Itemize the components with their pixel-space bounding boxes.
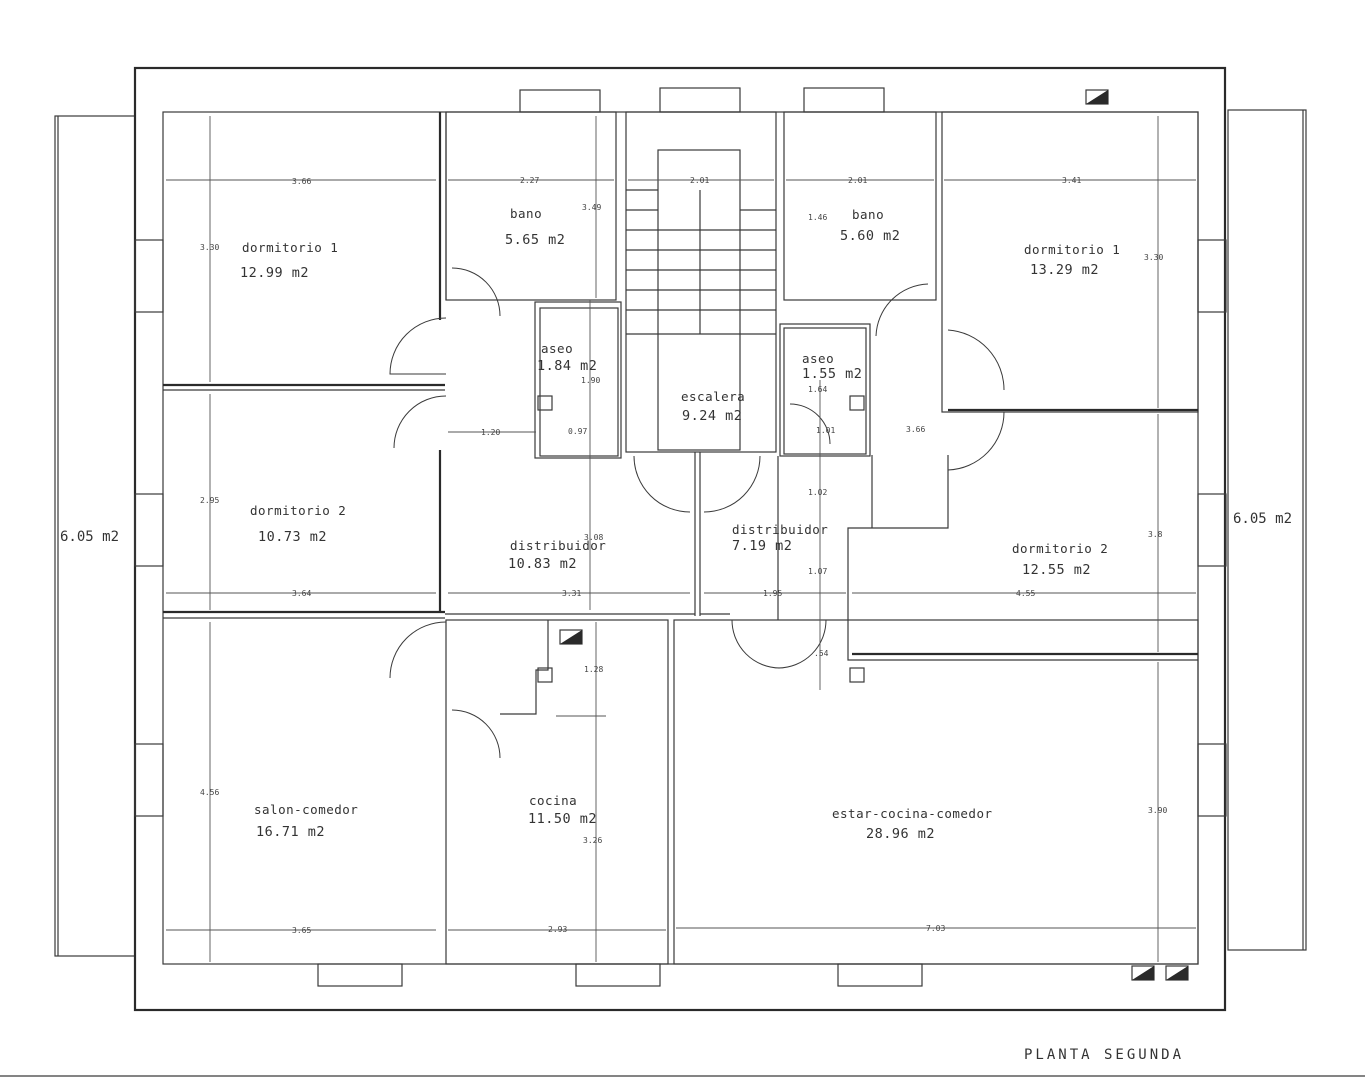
shafts bbox=[537, 395, 865, 683]
terrace-right-area: 6.05 m2 bbox=[1233, 511, 1292, 527]
dim-label: 3.30 bbox=[200, 243, 219, 252]
terrace-right bbox=[1227, 109, 1307, 951]
room-name-dorm1-right: dormitorio 1 bbox=[1024, 242, 1120, 257]
room-area-dorm2-right: 12.55 m2 bbox=[1022, 562, 1091, 578]
dim-label: 2.27 bbox=[520, 176, 539, 185]
dim-label: 7.03 bbox=[926, 924, 945, 933]
dim-label: 1.07 bbox=[808, 567, 827, 576]
room-name-cocina: cocina bbox=[529, 793, 577, 808]
room-name-dist-left: distribuidor bbox=[510, 538, 606, 553]
room-area-dorm1-right: 13.29 m2 bbox=[1030, 262, 1099, 278]
dim-label: 3.65 bbox=[292, 926, 311, 935]
dim-label: 0.97 bbox=[568, 427, 587, 436]
room-area-estar: 28.96 m2 bbox=[866, 826, 935, 842]
dim-label: 3.90 bbox=[1148, 806, 1167, 815]
stair-treads bbox=[626, 149, 776, 451]
room-area-aseo-left: 1.84 m2 bbox=[537, 358, 597, 374]
dim-label: .54 bbox=[814, 649, 829, 658]
dim-label: 3.30 bbox=[1144, 253, 1163, 262]
dim-label: 3.41 bbox=[1062, 176, 1081, 185]
dim-label: 4.55 bbox=[1016, 589, 1035, 598]
dim-label: 3.31 bbox=[562, 589, 581, 598]
room-name-bano-left: bano bbox=[510, 206, 542, 221]
dim-label: 2.01 bbox=[848, 176, 867, 185]
room-name-escalera: escalera bbox=[681, 389, 745, 404]
room-name-dist-right: distribuidor bbox=[732, 522, 828, 537]
dim-label: 3.08 bbox=[584, 533, 603, 542]
dim-label: 1.20 bbox=[481, 428, 500, 437]
dim-label: 2.01 bbox=[690, 176, 709, 185]
dim-label: 2.93 bbox=[548, 925, 567, 934]
doors bbox=[389, 267, 1005, 759]
section-markers bbox=[559, 89, 1189, 981]
room-area-dist-left: 10.83 m2 bbox=[508, 556, 577, 572]
room-name-dorm2-left: dormitorio 2 bbox=[250, 503, 346, 518]
plan-title: PLANTA SEGUNDA bbox=[1024, 1047, 1184, 1063]
room-name-dorm2-right: dormitorio 2 bbox=[1012, 541, 1108, 556]
dim-label: 1.02 bbox=[808, 488, 827, 497]
room-area-escalera: 9.24 m2 bbox=[682, 408, 742, 424]
dim-label: 1.90 bbox=[581, 376, 600, 385]
room-area-bano-right: 5.60 m2 bbox=[840, 228, 900, 244]
dimension-lines bbox=[166, 116, 1196, 962]
room-area-aseo-right: 1.55 m2 bbox=[802, 366, 862, 382]
room-area-dist-right: 7.19 m2 bbox=[732, 538, 792, 554]
dim-label: 1.28 bbox=[584, 665, 603, 674]
dim-label: 1.64 bbox=[808, 385, 827, 394]
dim-label: 3.66 bbox=[906, 425, 925, 434]
room-area-dorm2-left: 10.73 m2 bbox=[258, 529, 327, 545]
dim-label: 4.56 bbox=[200, 788, 219, 797]
dim-label: 1.46 bbox=[808, 213, 827, 222]
dim-label: 1.95 bbox=[763, 589, 782, 598]
dim-label: 1.01 bbox=[816, 426, 835, 435]
room-area-bano-left: 5.65 m2 bbox=[505, 232, 565, 248]
room-name-estar: estar-cocina-comedor bbox=[832, 806, 993, 821]
terraces bbox=[54, 109, 1307, 957]
room-name-aseo-right: aseo bbox=[802, 351, 834, 366]
room-name-aseo-left: aseo bbox=[541, 341, 573, 356]
room-name-dorm1-left: dormitorio 1 bbox=[242, 240, 338, 255]
room-area-dorm1-left: 12.99 m2 bbox=[240, 265, 309, 281]
room-area-salon: 16.71 m2 bbox=[256, 824, 325, 840]
dim-label: 3.8 bbox=[1148, 530, 1163, 539]
room-labels: dormitorio 1 12.99 m2 bano 5.65 m2 aseo … bbox=[240, 206, 1120, 842]
dim-label: 2.95 bbox=[200, 496, 219, 505]
dim-label: 3.49 bbox=[582, 203, 601, 212]
windows bbox=[134, 87, 1227, 987]
dimension-labels: 3.66 3.30 2.27 3.49 2.01 2.01 1.46 3.41 … bbox=[200, 176, 1167, 935]
room-name-salon: salon-comedor bbox=[254, 802, 358, 817]
dim-label: 3.66 bbox=[292, 177, 311, 186]
dim-label: 3.64 bbox=[292, 589, 311, 598]
room-area-cocina: 11.50 m2 bbox=[528, 811, 597, 827]
room-name-bano-right: bano bbox=[852, 207, 884, 222]
dim-label: 3.26 bbox=[583, 836, 602, 845]
terrace-left-area: 6.05 m2 bbox=[60, 529, 119, 545]
